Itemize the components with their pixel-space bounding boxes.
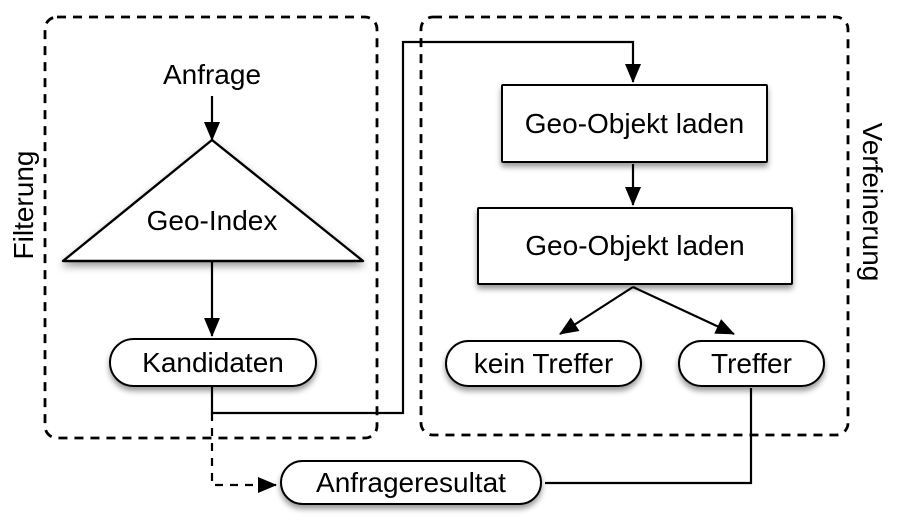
node-kein-treffer: kein Treffer (445, 340, 642, 387)
region-label-verfeinerung: Verfeinerung (857, 122, 888, 282)
node-anfrage: Anfrage (162, 59, 262, 90)
node-geo-index-label: Geo-Index (146, 205, 278, 236)
node-kandidaten: Kandidaten (109, 338, 317, 387)
edge-kandidaten-to-anfrageresultat-dashed (210, 413, 277, 493)
node-geo-objekt-laden-1: Geo-Objekt laden (501, 84, 768, 163)
region-label-filterung: Filterung (8, 150, 39, 260)
edge-treffer-to-anfrageresultat (545, 388, 753, 485)
region-filterung-border (43, 15, 379, 440)
node-anfrageresultat: Anfrageresultat (280, 460, 542, 505)
geo-index-triangle (61, 138, 365, 263)
node-geo-objekt-laden-2: Geo-Objekt laden (477, 207, 793, 285)
edge-load2-to-kein-treffer (559, 286, 634, 335)
edge-load2-to-treffer (632, 286, 735, 335)
edge-kandidaten-to-load1 (210, 40, 641, 415)
node-treffer: Treffer (678, 340, 825, 387)
